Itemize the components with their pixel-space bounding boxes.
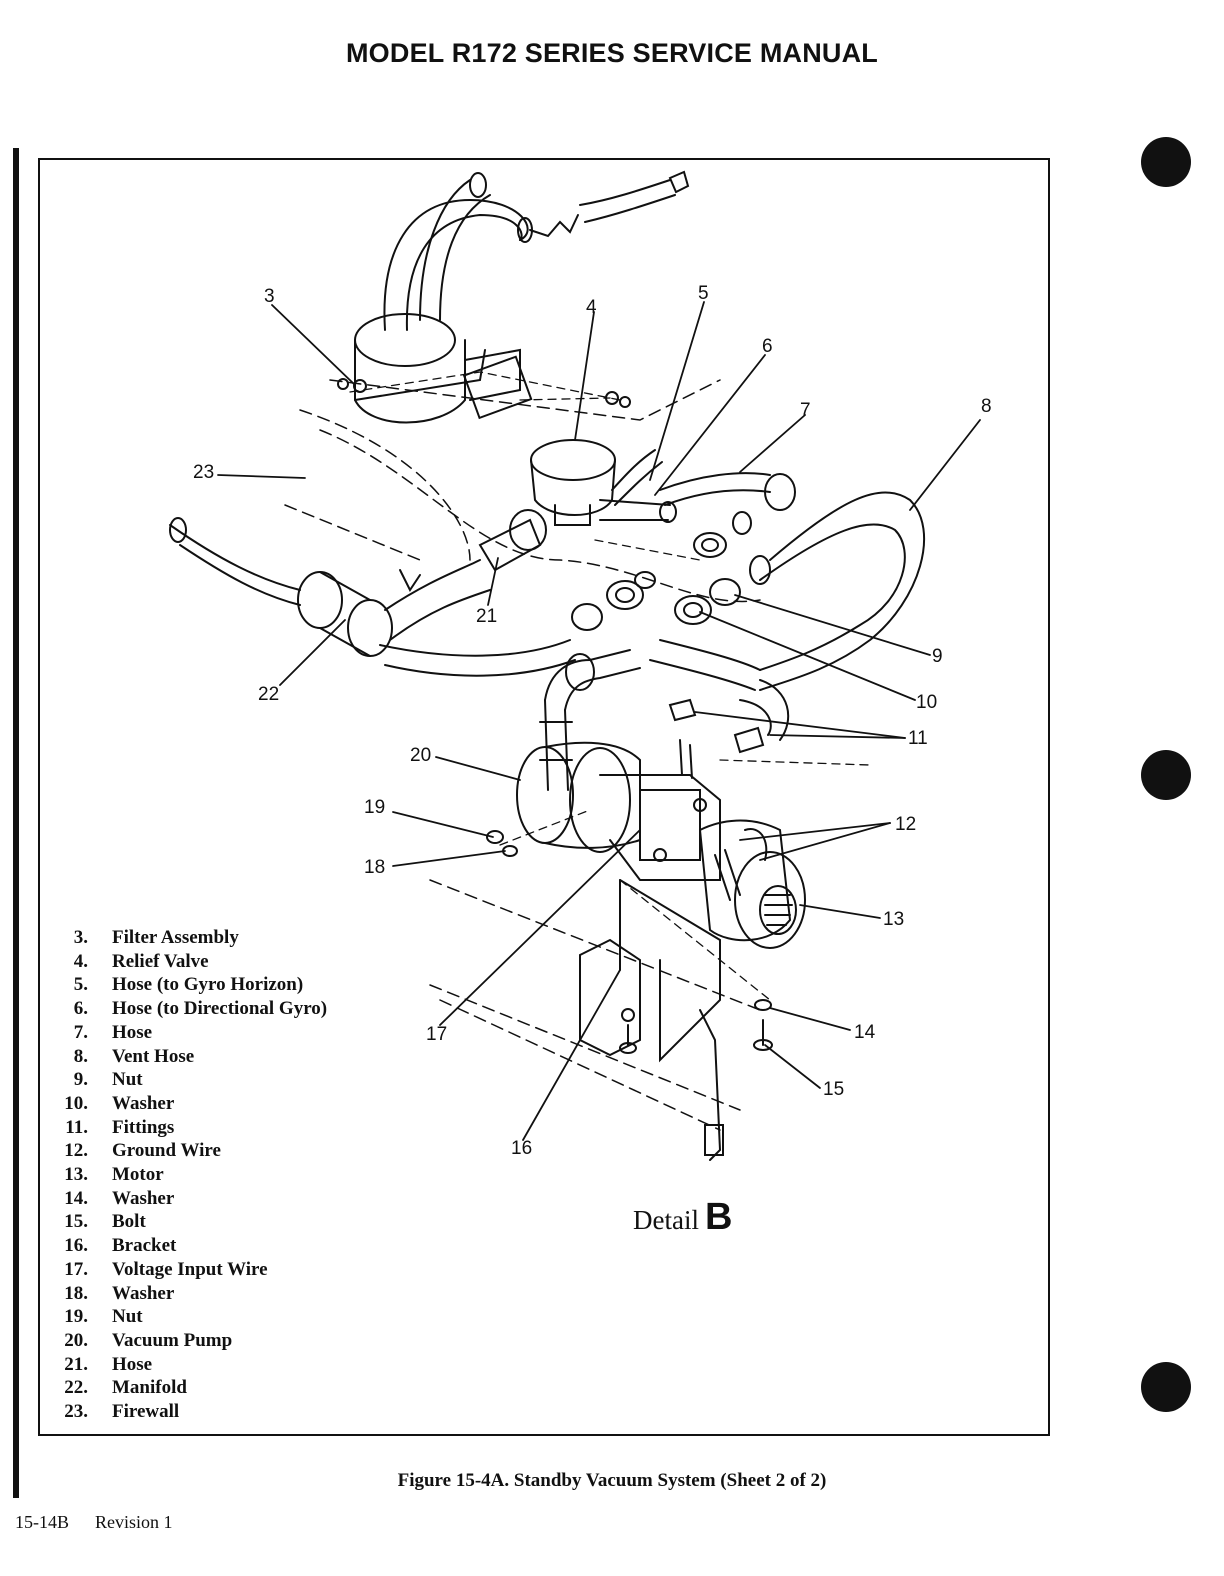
page-number: 15-14B bbox=[15, 1512, 69, 1532]
callout-15: 15 bbox=[823, 1079, 845, 1100]
callout-8: 8 bbox=[981, 396, 992, 417]
assembly-centerlines bbox=[349, 371, 871, 1001]
callout-20: 20 bbox=[410, 745, 432, 766]
legend-item: 7.Hose bbox=[73, 1021, 153, 1043]
revision-label: Revision 1 bbox=[95, 1512, 173, 1532]
callout-12: 12 bbox=[895, 814, 917, 835]
legend-item: 19.Nut bbox=[64, 1306, 143, 1328]
callout-6: 6 bbox=[762, 336, 773, 357]
legend-item: 10.Washer bbox=[64, 1092, 175, 1114]
callout-13: 13 bbox=[883, 909, 905, 930]
revision-change-bar bbox=[13, 148, 19, 1498]
vent-hose bbox=[749, 491, 925, 691]
legend-item: 22.Manifold bbox=[64, 1377, 187, 1399]
callout-9: 9 bbox=[932, 646, 943, 667]
vacuum-pump bbox=[516, 741, 721, 881]
fittings bbox=[668, 698, 765, 779]
callout-11: 11 bbox=[908, 728, 928, 749]
relief-valve bbox=[530, 439, 663, 526]
callout-5: 5 bbox=[698, 283, 709, 304]
detail-letter: B bbox=[704, 1196, 733, 1238]
legend-item: 20.Vacuum Pump bbox=[64, 1329, 233, 1351]
legend-item: 11.Fittings bbox=[65, 1116, 175, 1138]
filter-outlet-hoses bbox=[383, 170, 690, 331]
figure-caption: Figure 15-4A. Standby Vacuum System (She… bbox=[397, 1470, 827, 1491]
legend-item: 23.Firewall bbox=[64, 1401, 180, 1423]
figure-frame bbox=[38, 158, 1050, 1436]
binder-hole-top bbox=[1141, 137, 1191, 187]
bolt-and-washer bbox=[753, 999, 773, 1051]
detail-prefix: Detail bbox=[633, 1205, 699, 1235]
legend-item: 5.Hose (to Gyro Horizon) bbox=[73, 974, 304, 996]
legend-item: 15.Bolt bbox=[64, 1211, 146, 1233]
callout-19: 19 bbox=[364, 797, 386, 818]
page-footer: 15-14B Revision 1 bbox=[15, 1512, 199, 1533]
legend-item: 14.Washer bbox=[64, 1187, 175, 1209]
callout-18: 18 bbox=[364, 857, 386, 878]
callout-7: 7 bbox=[800, 400, 811, 421]
legend-item: 3.Filter Assembly bbox=[73, 927, 239, 948]
pump-inlet-hose bbox=[539, 639, 790, 791]
callout-23: 23 bbox=[193, 462, 215, 483]
legend-item: 12.Ground Wire bbox=[64, 1140, 221, 1162]
firewall-outline bbox=[284, 379, 761, 1131]
callout-4: 4 bbox=[586, 297, 597, 318]
motor bbox=[698, 819, 806, 949]
parts-legend: 3.Filter Assembly 4.Relief Valve 5.Hose … bbox=[52, 926, 327, 1424]
callout-21: 21 bbox=[476, 606, 498, 627]
callout-14: 14 bbox=[854, 1022, 876, 1043]
legend-item: 9.Nut bbox=[73, 1069, 143, 1091]
callout-22: 22 bbox=[258, 684, 280, 705]
legend-item: 18.Washer bbox=[64, 1282, 175, 1304]
legend-item: 16.Bracket bbox=[64, 1235, 177, 1257]
legend-item: 8.Vent Hose bbox=[73, 1045, 195, 1067]
callout-10: 10 bbox=[916, 692, 938, 713]
washers-and-nuts bbox=[571, 532, 741, 631]
page-header: MODEL R172 SERIES SERVICE MANUAL bbox=[345, 38, 879, 68]
binder-hole-middle bbox=[1141, 750, 1191, 800]
callout-3: 3 bbox=[264, 286, 275, 307]
legend-item: 6.Hose (to Directional Gyro) bbox=[73, 998, 328, 1020]
leader-lines bbox=[217, 301, 981, 1141]
legend-item: 13.Motor bbox=[64, 1164, 164, 1186]
legend-item: 4.Relief Valve bbox=[73, 950, 209, 972]
binder-hole-bottom bbox=[1141, 1362, 1191, 1412]
manifold-assembly bbox=[169, 509, 576, 677]
legend-item: 21.Hose bbox=[64, 1353, 153, 1375]
callout-17: 17 bbox=[426, 1024, 448, 1045]
gyro-hoses bbox=[599, 472, 796, 535]
bracket bbox=[579, 879, 724, 1161]
callout-16: 16 bbox=[511, 1138, 533, 1159]
legend-item: 17.Voltage Input Wire bbox=[64, 1258, 268, 1280]
